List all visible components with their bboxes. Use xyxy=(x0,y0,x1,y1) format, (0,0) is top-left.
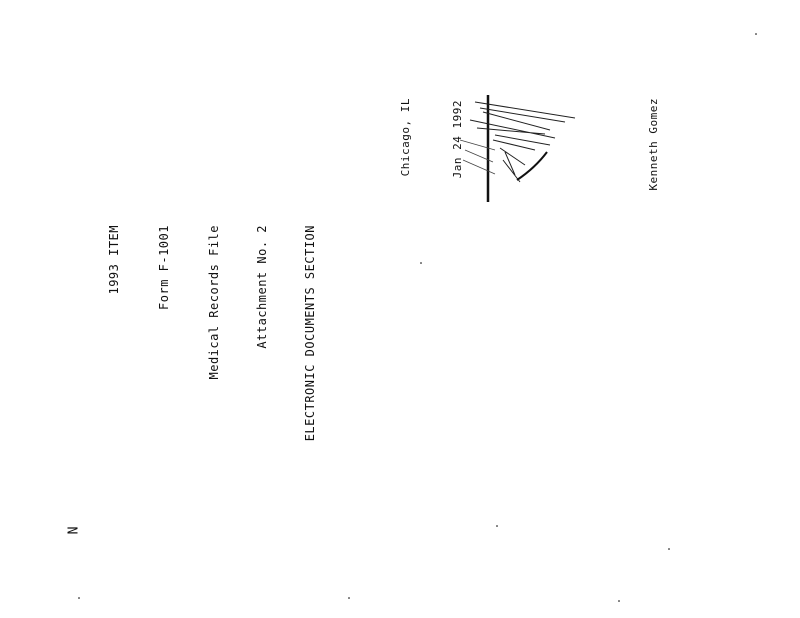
scan-speck xyxy=(496,525,498,527)
typed-line-5: 1993 ITEM xyxy=(107,225,121,295)
signature-name: Kenneth Gomez xyxy=(647,98,660,191)
scan-speck xyxy=(420,262,422,264)
signature-scribble xyxy=(459,95,576,202)
signature-line-2: Chicago, IL xyxy=(399,98,412,177)
scan-speck xyxy=(348,597,350,599)
typed-line-3: Medical Records File xyxy=(207,225,221,380)
scan-speck xyxy=(78,597,80,599)
typed-line-1: ELECTRONIC DOCUMENTS SECTION xyxy=(303,225,317,442)
scan-speck xyxy=(618,600,620,602)
typed-line-2: Attachment No. 2 xyxy=(255,225,269,349)
typed-line-4: Form F-1001 xyxy=(157,225,171,310)
scan-speck xyxy=(755,33,757,35)
scan-speck xyxy=(668,548,670,550)
page-number: N xyxy=(66,526,82,535)
